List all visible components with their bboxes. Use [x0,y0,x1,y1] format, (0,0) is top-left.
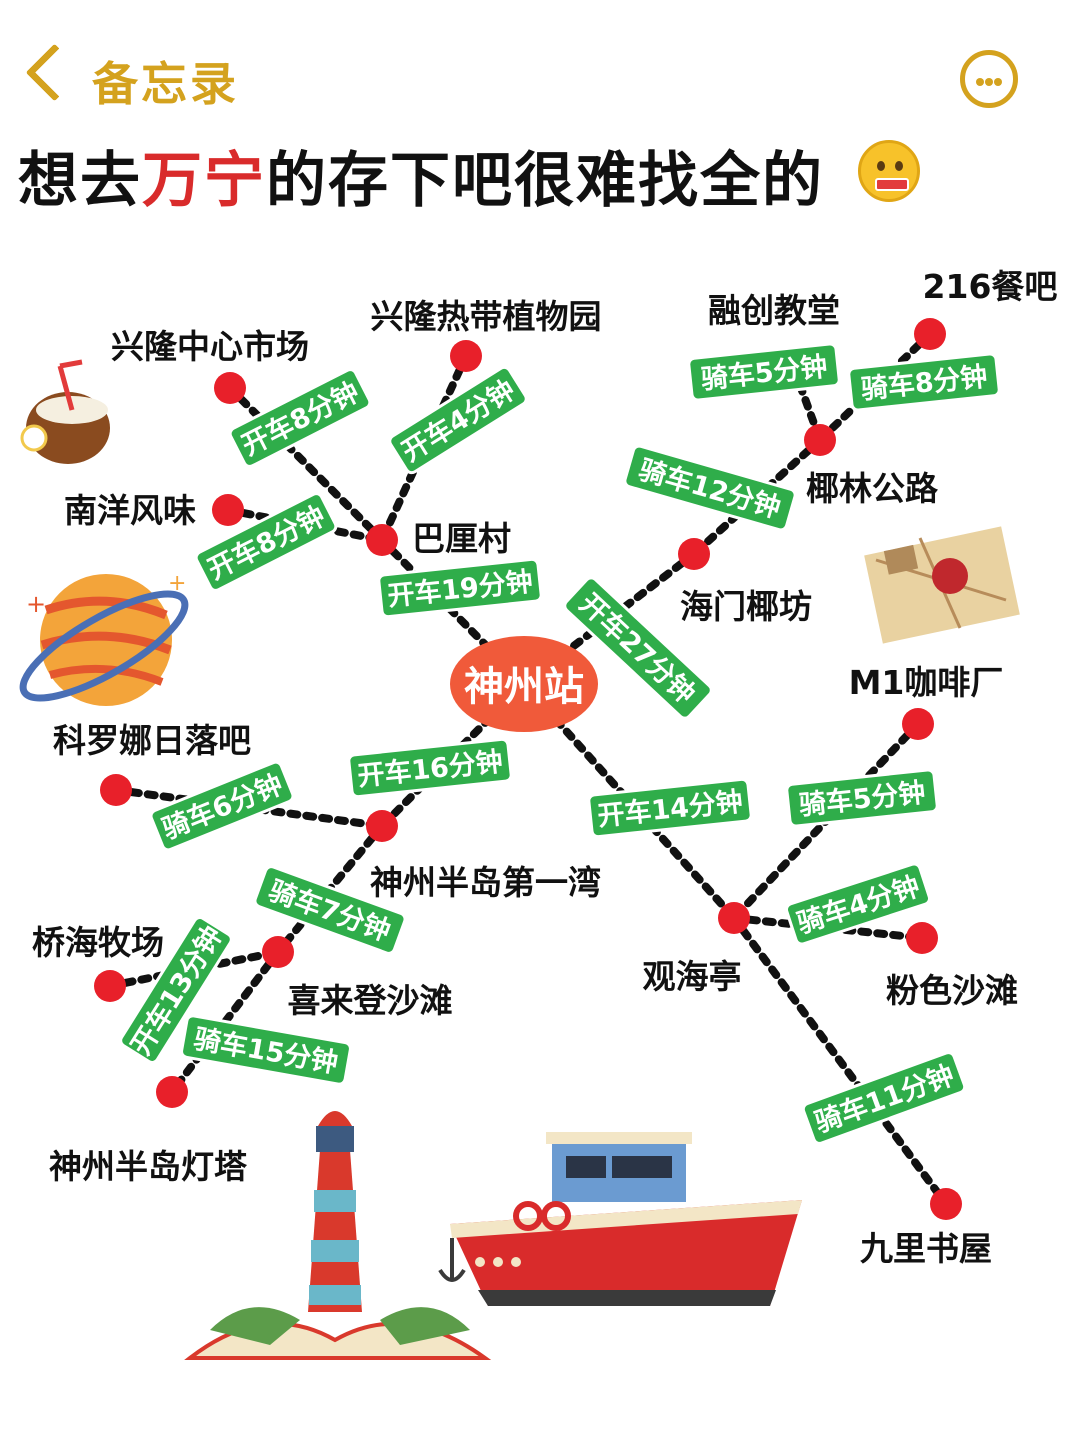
title-suffix: 的存下吧很难找全的 [266,146,824,216]
place-pin-yelin-road[interactable] [804,424,836,456]
place-pin-lighthouse[interactable] [156,1076,188,1108]
place-pin-qiaohai[interactable] [94,970,126,1002]
svg-text:+: + [26,590,46,618]
lighthouse-icon [184,1111,492,1360]
neutral-face-emoji-icon [858,140,920,202]
place-label-yelin-road: 椰林公路 [806,469,939,508]
place-pin-xilaideng[interactable] [262,936,294,968]
coconut-drink-icon [20,359,110,464]
route-tag-hub-guanhai: 开车14分钟 [587,777,753,839]
place-label-nanyang: 南洋风味 [64,491,196,530]
route-tag-bg [784,862,932,946]
title-prefix: 想去 [18,146,142,216]
route-tag-bg [847,352,1001,412]
route-line [226,384,386,544]
route-tag-garden-bali: 开车4分钟 [388,365,528,475]
place-label-xinglong-market: 兴隆中心市场 [111,327,309,366]
place-pin-pink-beach[interactable] [906,922,938,954]
place-label-bay1: 神州半岛第一湾 [370,863,601,902]
place-pin-xinglong-garden[interactable] [450,340,482,372]
route-tag-bg [377,557,543,619]
route-tag-bg [623,444,797,532]
place-label-bali: 巴厘村 [412,519,511,558]
place-label-xilaideng: 喜来登沙滩 [288,981,453,1020]
place-pin-m1[interactable] [902,708,934,740]
route-tag-bg [687,342,841,402]
place-label-guanhai: 观海亭 [643,957,742,996]
envelope-icon [864,526,1020,644]
place-pin-xinglong-market[interactable] [214,372,246,404]
place-label-corona: 科罗娜日落吧 [53,721,251,760]
route-tag-guanhai-jiuli: 骑车11分钟 [801,1051,967,1145]
route-tags: 开车8分钟开车4分钟开车8分钟开车19分钟骑车5分钟骑车8分钟骑车12分钟开车2… [119,342,1001,1145]
route-tag-bg [587,777,753,839]
place-pin-haimen[interactable] [678,538,710,570]
place-label-xinglong-garden: 兴隆热带植物园 [371,297,602,336]
place-pins [94,318,962,1220]
route-tag-xilaideng-lighthouse: 骑车15分钟 [180,1014,352,1086]
route-lines [106,330,950,1208]
place-pin-jiuli[interactable] [930,1188,962,1220]
place-label-pink-beach: 粉色沙滩 [886,971,1018,1010]
place-pin-bay1[interactable] [366,810,398,842]
hub-label: 神州站 [464,664,584,710]
back-button[interactable]: 备忘录 [92,57,239,111]
route-tag-bg [253,865,407,955]
place-label-jiuli: 九里书屋 [860,1229,992,1268]
route-tag-m1-guanhai: 骑车5分钟 [785,768,939,828]
place-pin-r216[interactable] [914,318,946,350]
boat-icon [438,1132,802,1306]
nav-bar: 备忘录 [0,0,1080,120]
route-tag-bg [194,492,338,592]
route-tag-r216-yelin: 骑车8分钟 [847,352,1001,412]
route-tag-bg [119,916,233,1064]
route-tag-bali-hub: 开车19分钟 [377,557,543,619]
route-tag-yelin-haimen: 骑车12分钟 [623,444,797,532]
route-tag-bg [347,737,513,799]
hub-station[interactable]: 神州站 [450,636,598,732]
place-pin-bali[interactable] [366,524,398,556]
place-label-r216: 216餐吧 [923,267,1058,306]
route-tag-corona-bay1: 骑车6分钟 [149,760,295,852]
route-tag-bg [149,760,295,852]
route-tag-bg [388,365,528,475]
more-options-icon[interactable] [960,50,1018,108]
place-pin-corona[interactable] [100,774,132,806]
route-tag-hub-bay1: 开车16分钟 [347,737,513,799]
place-label-qiaohai: 桥海牧场 [32,923,164,962]
place-label-church: 融创教堂 [708,291,840,330]
svg-text:+: + [168,571,186,596]
route-line [730,914,950,1208]
place-label-haimen: 海门椰坊 [680,587,812,626]
place-pin-nanyang[interactable] [212,494,244,526]
page-title: 想去万宁的存下吧很难找全的 [18,132,824,219]
route-tag-bg [801,1051,967,1145]
planet-icon: + + [19,571,189,706]
route-tag-church-yelin: 骑车5分钟 [687,342,841,402]
route-tag-bg [785,768,939,828]
route-duration: 骑车12分钟 [635,454,784,525]
place-pin-guanhai[interactable] [718,902,750,934]
place-label-lighthouse: 神州半岛灯塔 [49,1147,248,1186]
place-label-m1: M1咖啡厂 [849,663,1004,702]
title-highlight: 万宁 [142,146,266,216]
route-tag-bg [228,368,372,468]
route-tag-bg [180,1014,352,1086]
route-tag-bg [563,576,713,720]
